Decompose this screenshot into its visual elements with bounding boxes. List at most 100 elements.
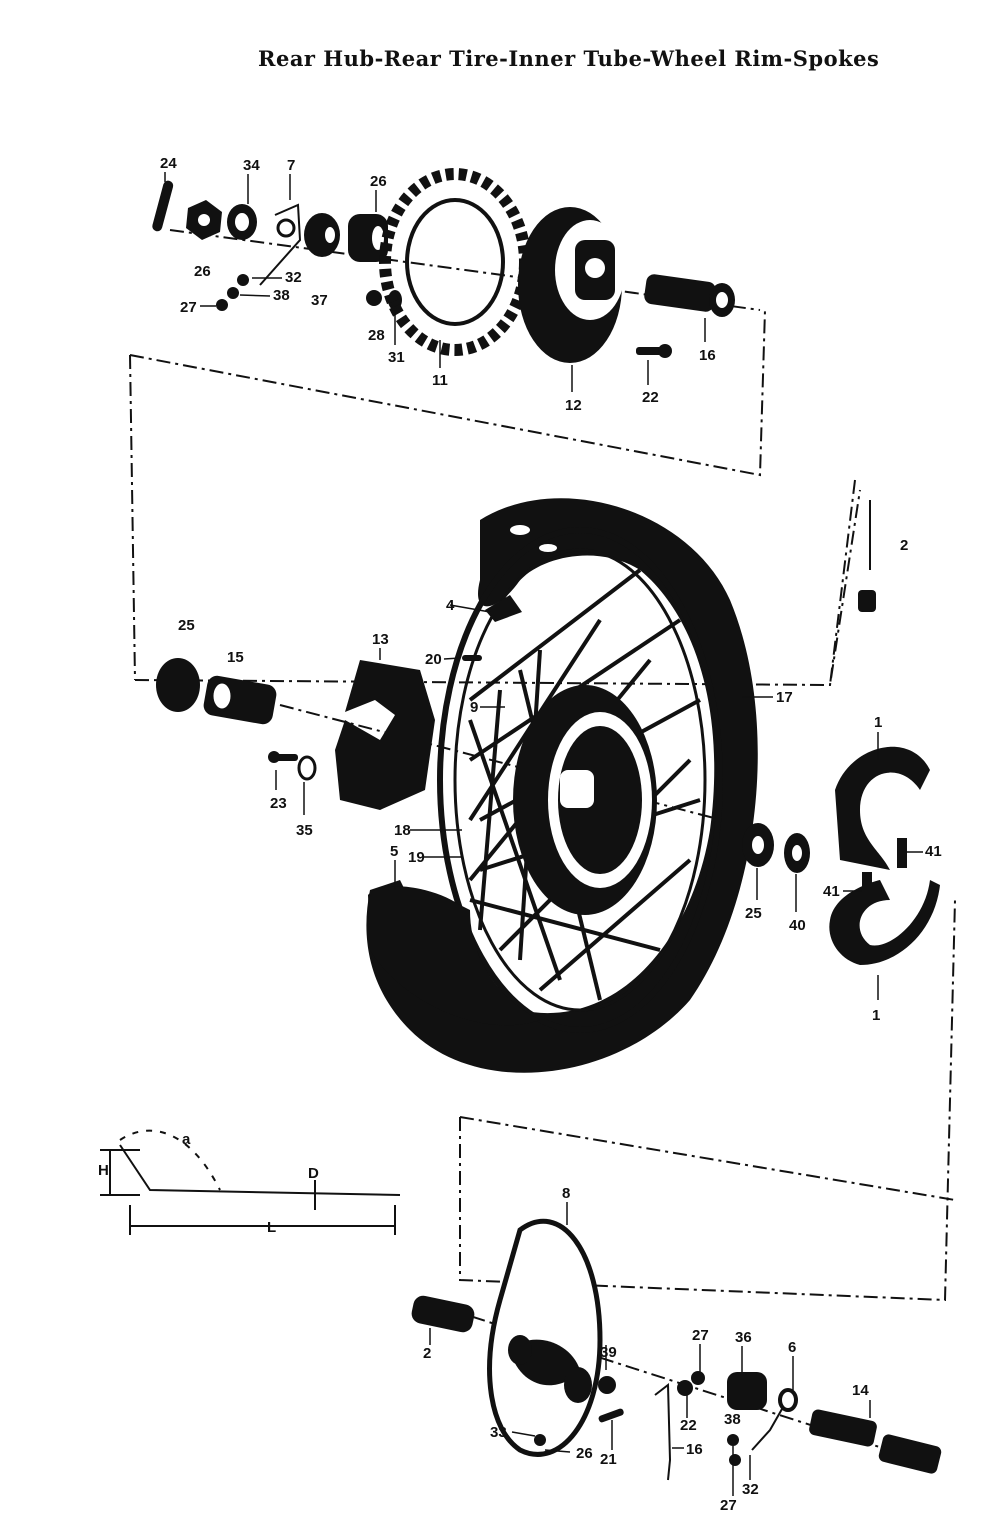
bolt-27 xyxy=(216,299,228,311)
axle-sleeve-16 xyxy=(644,274,735,317)
washer-35 xyxy=(297,755,317,781)
callout: 38 xyxy=(724,1411,741,1428)
callout: 26 xyxy=(370,173,387,190)
callout: 27 xyxy=(720,1497,737,1514)
bolt-23 xyxy=(268,751,298,763)
callout: 12 xyxy=(565,397,582,414)
washer-32 xyxy=(237,274,249,286)
callout: 26 xyxy=(194,263,211,280)
leader-lines xyxy=(164,172,923,1496)
callout: 41 xyxy=(925,843,942,860)
nut-28 xyxy=(366,290,382,306)
washer-38 xyxy=(727,1434,739,1446)
lower-assembly xyxy=(411,899,956,1481)
callout: 32 xyxy=(742,1481,759,1498)
axle-nut-26 xyxy=(186,200,222,240)
callout: 19 xyxy=(408,849,425,866)
upper-assembly xyxy=(129,168,766,681)
callout: 18 xyxy=(394,822,411,839)
brake-shoe-1-lower xyxy=(829,880,940,965)
brake-shoe-1-upper xyxy=(835,746,930,870)
callout: 5 xyxy=(390,843,398,860)
dim-label-l: L xyxy=(267,1219,276,1236)
callout: 23 xyxy=(270,795,287,812)
callout: 11 xyxy=(432,372,448,389)
collar-36 xyxy=(727,1372,767,1410)
bolt-22 xyxy=(636,344,672,358)
callout: 22 xyxy=(642,389,659,406)
nut-27 xyxy=(691,1371,705,1385)
spoke-2 xyxy=(858,500,876,612)
washer-40 xyxy=(784,833,810,873)
sprocket-hub-12 xyxy=(518,207,625,363)
callout: 28 xyxy=(368,327,385,344)
callout: 17 xyxy=(776,689,793,706)
callout: 25 xyxy=(178,617,195,634)
washer-34 xyxy=(227,204,257,240)
valve-4 xyxy=(485,595,522,622)
callout: 27 xyxy=(180,299,197,316)
callout: 22 xyxy=(680,1417,697,1434)
callout: 40 xyxy=(789,917,806,934)
brake-cam-lever-16 xyxy=(654,1383,672,1481)
bolt-27-lower xyxy=(729,1454,741,1466)
bearing-28 xyxy=(348,214,388,262)
brake-panel-8 xyxy=(487,1218,603,1457)
callout: 16 xyxy=(699,347,716,364)
dim-label-angle: a xyxy=(182,1131,191,1148)
rim-band-5 xyxy=(368,886,540,1026)
callout: 9 xyxy=(470,699,478,716)
callout: 20 xyxy=(425,651,442,668)
dim-label-h: H xyxy=(98,1162,109,1179)
axle-bolt xyxy=(878,1434,942,1474)
callout: 39 xyxy=(600,1344,617,1361)
callout: 16 xyxy=(686,1441,703,1458)
nut-26 xyxy=(534,1434,546,1446)
callout: 13 xyxy=(372,631,389,648)
torque-link-7 xyxy=(259,203,302,286)
callout: 34 xyxy=(243,157,260,174)
spring-41a xyxy=(897,838,907,868)
callout: 7 xyxy=(287,157,295,174)
torque-arm-6 xyxy=(751,1388,798,1451)
tire-17 xyxy=(366,498,758,1073)
dim-label-d: D xyxy=(308,1165,319,1182)
washer-39 xyxy=(598,1376,616,1394)
callout: 1 xyxy=(872,1007,880,1024)
callout-labels: 24 34 7 26 26 32 38 27 37 28 31 11 12 22… xyxy=(160,155,942,1514)
collar-37 xyxy=(304,213,340,257)
washer-22 xyxy=(677,1380,693,1396)
bolt-21 xyxy=(598,1408,624,1423)
dust-seal-25 xyxy=(742,823,774,867)
callout: 35 xyxy=(296,822,313,839)
damper-13 xyxy=(335,660,435,810)
page-title: Rear Hub-Rear Tire-Inner Tube-Wheel Rim-… xyxy=(258,46,880,71)
callout: 36 xyxy=(735,1329,752,1346)
callout: 8 xyxy=(562,1185,570,1202)
axle-14 xyxy=(809,1409,877,1447)
callout: 24 xyxy=(160,155,177,172)
callout: 31 xyxy=(388,349,405,366)
spacer-15 xyxy=(203,675,277,725)
pivot-pin-2 xyxy=(411,1295,475,1333)
nut-38 xyxy=(227,287,239,299)
callout: 2 xyxy=(423,1345,431,1362)
callout: 1 xyxy=(874,714,882,731)
callout: 26 xyxy=(576,1445,593,1462)
bolt-20 xyxy=(462,655,482,661)
callout: 14 xyxy=(852,1382,869,1399)
rim-and-spokes xyxy=(437,527,723,1033)
hub-nut-25 xyxy=(156,658,200,712)
sprocket-11 xyxy=(379,168,531,356)
wheel-assembly xyxy=(134,479,940,1073)
callout: 27 xyxy=(692,1327,709,1344)
callout: 15 xyxy=(227,649,244,666)
callout: 38 xyxy=(273,287,290,304)
callout: 32 xyxy=(285,269,302,286)
callout: 37 xyxy=(311,292,328,309)
callout: 21 xyxy=(600,1451,617,1468)
callout: 2 xyxy=(900,537,908,554)
callout: 25 xyxy=(745,905,762,922)
spring-41b xyxy=(862,872,872,898)
